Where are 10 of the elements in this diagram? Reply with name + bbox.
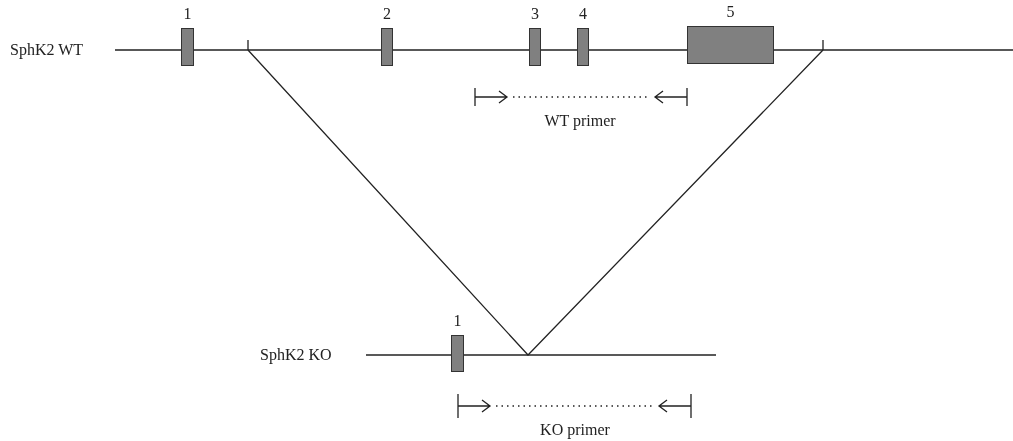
gene-name: SphK2 WT — [10, 41, 84, 59]
exon-number: 5 — [726, 4, 735, 20]
exon-number: 4 — [579, 6, 587, 22]
exon-number: 3 — [531, 6, 539, 22]
primer-label: KO primer — [540, 421, 610, 439]
gene-name: SphK2 KO — [260, 346, 332, 364]
exon-number: 1 — [453, 313, 462, 329]
exon-number: 1 — [183, 6, 192, 22]
primer-label: WT primer — [544, 112, 616, 130]
exon-number: 2 — [383, 6, 391, 22]
